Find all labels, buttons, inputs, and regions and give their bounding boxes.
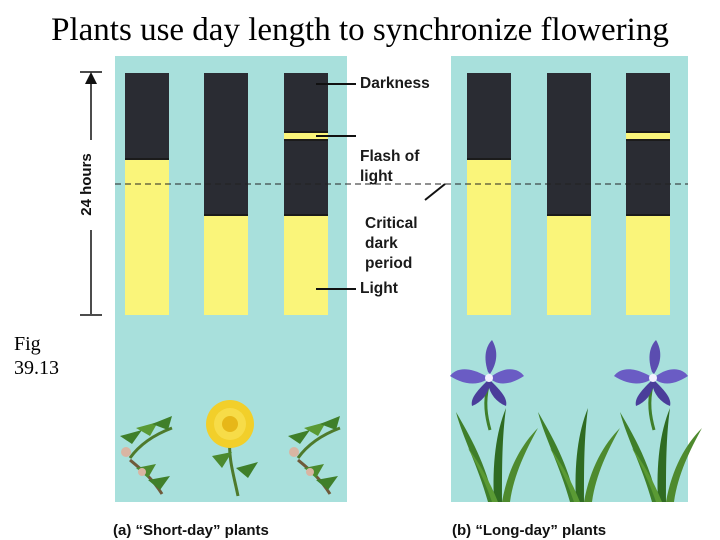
figure-label: Fig 39.13 [14, 332, 59, 380]
critical-label: Critical dark period [365, 215, 418, 272]
darkness-callout: Darkness [360, 74, 430, 94]
light-segment [547, 214, 591, 315]
long-day-bar-3 [626, 73, 670, 315]
light-callout: Light [360, 279, 398, 299]
flash-callout: Flash of light [360, 127, 419, 187]
light-segment [204, 214, 248, 315]
critical-callout: Critical dark period [365, 194, 418, 274]
short-day-caption: (a) “Short-day” plants [113, 522, 269, 539]
iris-icon [448, 338, 702, 502]
long-day-caption: (b) “Long-day” plants [452, 522, 607, 539]
darkness-label: Darkness [360, 75, 430, 92]
light-flash-segment [284, 131, 328, 141]
figure-label-text: Fig 39.13 [14, 333, 59, 379]
short-day-bar-3 [284, 73, 328, 315]
short-day-bar-2 [204, 73, 248, 315]
chrysanthemum-icon [118, 400, 342, 497]
iris-plant-1 [448, 338, 538, 502]
light-segment [626, 214, 670, 315]
light-flash-segment [626, 131, 670, 141]
iris-plant-2 [538, 408, 620, 502]
iris-plant-3 [612, 338, 702, 502]
chrysanthemum-bloom [206, 400, 258, 497]
hours-axis [80, 71, 102, 316]
flash-label: Flash of light [360, 148, 420, 185]
long-day-bar-1 [467, 73, 511, 315]
light-segment [284, 214, 328, 315]
long-day-bar-2 [547, 73, 591, 315]
critical-leader [424, 183, 446, 201]
slide-title: Plants use day length to synchronize flo… [51, 12, 669, 48]
light-label: Light [360, 280, 398, 297]
